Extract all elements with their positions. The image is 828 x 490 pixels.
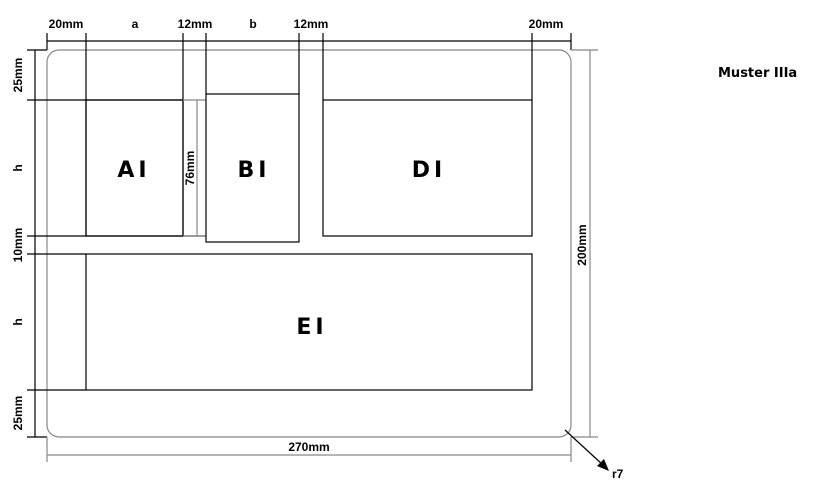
dim-h-upper: h — [11, 164, 25, 171]
arrow-head-icon — [597, 459, 609, 471]
radius-arrow — [564, 429, 604, 466]
dim-width-270: 270mm — [288, 440, 329, 454]
dim-row-gap: 10mm — [11, 228, 25, 263]
field-b — [205, 93, 300, 243]
dim-h-lower: h — [11, 318, 25, 325]
field-a-label: AI — [117, 158, 150, 183]
dim-bottom-margin: 25mm — [11, 396, 25, 431]
dim-top-left-margin: 20mm — [49, 17, 84, 31]
dim-height-200: 200mm — [575, 224, 589, 265]
dim-top-margin: 25mm — [11, 58, 25, 93]
field-e — [85, 253, 533, 391]
pattern-title: Muster IIIa — [718, 66, 797, 81]
outer-plate — [46, 49, 572, 438]
dim-a: a — [132, 17, 139, 31]
left-dimension-chain — [27, 49, 206, 438]
field-a — [85, 99, 184, 237]
dim-76mm: 76mm — [183, 151, 197, 186]
radius-label: r7 — [612, 467, 624, 481]
dim-top-right-margin: 20mm — [529, 17, 564, 31]
dim-gap-2: 12mm — [294, 17, 329, 31]
dim-gap-1: 12mm — [178, 17, 213, 31]
field-d-label: DI — [412, 158, 446, 183]
field-b-label: BI — [238, 158, 271, 183]
field-d — [322, 99, 533, 237]
dim-b: b — [249, 17, 256, 31]
field-e-label: EI — [296, 315, 327, 340]
